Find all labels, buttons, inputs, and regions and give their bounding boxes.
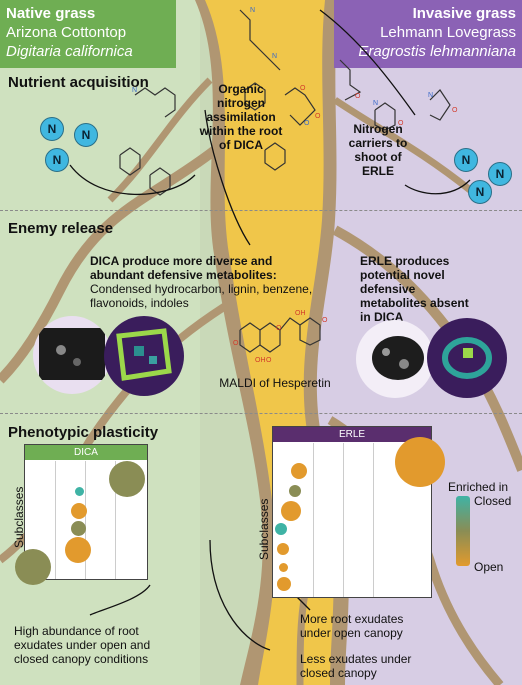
svg-text:O: O bbox=[452, 107, 458, 114]
erle-defense-text: ERLE produces potential novel defensive … bbox=[360, 254, 469, 324]
nitrogen-icon: N bbox=[488, 162, 512, 186]
erle-chart-title: ERLE bbox=[273, 427, 431, 442]
maldi-label: MALDI of Hesperetin bbox=[219, 376, 331, 390]
nitrogen-icon: N bbox=[74, 123, 98, 147]
nitrogen-icon: N bbox=[454, 148, 478, 172]
svg-text:O: O bbox=[304, 120, 310, 127]
divider-2 bbox=[0, 413, 522, 414]
svg-text:N: N bbox=[132, 87, 137, 94]
section-enemy-title: Enemy release bbox=[8, 220, 114, 237]
gridline bbox=[373, 443, 374, 597]
dica-bubble-chart: DICA bbox=[15, 444, 148, 585]
svg-text:O: O bbox=[266, 357, 272, 364]
organic-nitrogen-text: Organic nitrogen assimilation within the… bbox=[199, 82, 283, 152]
gridline bbox=[55, 461, 56, 579]
legend-color-bar bbox=[456, 496, 470, 566]
invasive-grass-title: Invasive grass bbox=[412, 5, 516, 22]
legend-open-label: Open bbox=[474, 560, 504, 574]
bubble bbox=[65, 537, 91, 563]
dica-metabolite-list: Condensed hydrocarbon, lignin, benzene, … bbox=[90, 282, 313, 310]
section-nutrient-title: Nutrient acquisition bbox=[8, 74, 149, 91]
erle-open-note: More root exudates under open canopy bbox=[300, 612, 404, 640]
bubble bbox=[75, 487, 84, 496]
gridline bbox=[85, 461, 86, 579]
section-plasticity-title: Phenotypic plasticity bbox=[8, 424, 159, 441]
divider-1 bbox=[0, 210, 522, 211]
invasive-species: Eragrostis lehmanniana bbox=[358, 43, 516, 60]
erle-maldi-heatmap-image bbox=[427, 318, 507, 398]
erle-bubble-chart: ERLE bbox=[272, 426, 445, 598]
native-common-name: Arizona Cottontop bbox=[6, 24, 127, 41]
dica-defense-text: DICA produce more diverse and abundant d… bbox=[90, 254, 277, 282]
gridline bbox=[115, 461, 116, 579]
nitrogen-icon: N bbox=[40, 117, 64, 141]
erle-root-section-image bbox=[356, 320, 434, 398]
bubble bbox=[71, 503, 87, 519]
svg-text:O: O bbox=[300, 85, 306, 92]
native-grass-header: Native grass Arizona Cottontop Digitaria… bbox=[0, 0, 176, 68]
bubble bbox=[15, 549, 51, 585]
native-species: Digitaria californica bbox=[6, 43, 133, 60]
legend-title: Enriched in bbox=[448, 480, 509, 494]
bubble bbox=[281, 501, 301, 521]
dica-exudate-note: High abundance of root exudates under op… bbox=[14, 624, 151, 666]
bubble bbox=[71, 521, 86, 536]
svg-text:N: N bbox=[373, 100, 378, 107]
bubble bbox=[291, 463, 307, 479]
svg-text:O: O bbox=[355, 93, 361, 100]
native-grass-title: Native grass bbox=[6, 5, 96, 22]
svg-text:OH: OH bbox=[255, 357, 266, 364]
erle-y-axis-label: Subclasses bbox=[257, 498, 271, 560]
svg-text:O: O bbox=[322, 317, 328, 324]
dica-chart-title: DICA bbox=[25, 445, 147, 460]
nitrogen-carrier-text: Nitrogen carriers to shoot of ERLE bbox=[348, 122, 408, 178]
dica-root-section-image bbox=[33, 316, 111, 394]
svg-text:O: O bbox=[233, 340, 239, 347]
svg-text:N: N bbox=[250, 7, 255, 14]
invasive-grass-header: Invasive grass Lehmann Lovegrass Eragros… bbox=[334, 0, 522, 68]
bubble bbox=[109, 461, 145, 497]
nitrogen-icon: N bbox=[468, 180, 492, 204]
svg-text:N: N bbox=[272, 53, 277, 60]
svg-text:OH: OH bbox=[295, 310, 306, 317]
svg-text:O: O bbox=[398, 120, 404, 127]
erle-closed-note: Less exudates under closed canopy bbox=[300, 652, 412, 680]
nitrogen-icon: N bbox=[45, 148, 69, 172]
bubble bbox=[277, 543, 289, 555]
invasive-common-name: Lehmann Lovegrass bbox=[380, 24, 516, 41]
bubble bbox=[289, 485, 301, 497]
gridline bbox=[343, 443, 344, 597]
bubble bbox=[395, 437, 445, 487]
svg-text:O: O bbox=[276, 325, 282, 332]
svg-text:O: O bbox=[315, 113, 321, 120]
dica-maldi-heatmap-image bbox=[104, 316, 184, 396]
bubble bbox=[277, 577, 291, 591]
legend-closed-label: Closed bbox=[474, 494, 512, 508]
dica-y-axis-label: Subclasses bbox=[12, 486, 26, 548]
bubble bbox=[275, 523, 287, 535]
svg-text:N: N bbox=[428, 92, 433, 99]
gridline bbox=[313, 443, 314, 597]
bubble bbox=[279, 563, 288, 572]
